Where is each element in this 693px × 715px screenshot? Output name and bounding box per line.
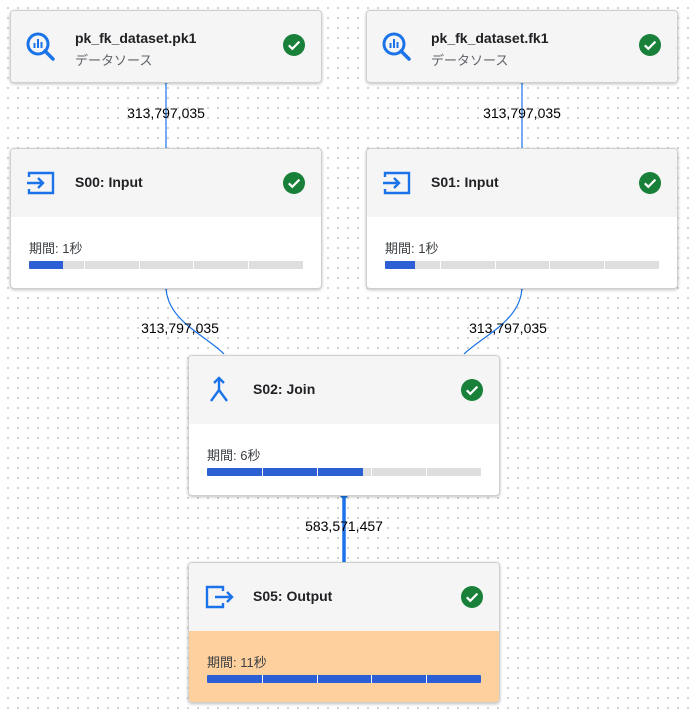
node-header: pk_fk_dataset.pk1 データソース <box>11 11 321 82</box>
duration-label: 期間: 11秒 <box>207 655 267 670</box>
progress-fill <box>207 468 364 476</box>
node-subtitle: データソース <box>75 53 153 68</box>
check-circle-icon <box>461 586 483 608</box>
node-header: S02: Join <box>189 356 499 424</box>
node-body: 期間: 6秒 <box>189 424 499 495</box>
progress-divider <box>604 261 606 269</box>
node-title: S02: Join <box>253 381 316 397</box>
check-circle-icon <box>639 34 661 56</box>
progress-fill <box>29 261 64 269</box>
progress-divider <box>248 261 250 269</box>
bigquery-icon <box>26 32 55 61</box>
progress-divider <box>371 675 373 683</box>
node-stage-s01[interactable]: S01: Input 期間: 1秒 <box>366 148 678 289</box>
node-stage-s00[interactable]: S00: Input 期間: 1秒 <box>10 148 322 289</box>
node-stage-s02[interactable]: S02: Join 期間: 6秒 <box>188 355 500 496</box>
node-source-pk[interactable]: pk_fk_dataset.pk1 データソース <box>10 10 322 83</box>
node-subtitle: データソース <box>431 53 509 68</box>
check-circle-icon <box>283 172 305 194</box>
node-title: S05: Output <box>253 588 333 604</box>
progress-divider <box>138 261 140 269</box>
progress-divider <box>494 261 496 269</box>
check-circle-icon <box>283 34 305 56</box>
progress-bar <box>385 261 659 269</box>
node-title: pk_fk_dataset.pk1 <box>75 30 197 46</box>
edge-s00-to-s02 <box>165 285 225 355</box>
progress-divider <box>83 261 85 269</box>
edge-label-s02-to-s05: 583,571,457 <box>305 518 383 534</box>
progress-bar <box>207 468 481 476</box>
bigquery-icon <box>382 32 411 61</box>
node-title: S00: Input <box>75 174 143 190</box>
edge-label-s00-to-s02: 313,797,035 <box>141 320 219 336</box>
edge-s01-to-s02 <box>463 285 523 355</box>
node-body: 期間: 1秒 <box>11 217 321 288</box>
node-title: S01: Input <box>431 174 499 190</box>
progress-divider <box>261 675 263 683</box>
progress-divider <box>426 675 428 683</box>
output-arrow-icon <box>205 585 234 609</box>
node-header: S05: Output <box>189 563 499 631</box>
progress-divider <box>316 468 318 476</box>
duration-label: 期間: 1秒 <box>29 241 83 256</box>
progress-divider <box>549 261 551 269</box>
node-header: pk_fk_dataset.fk1 データソース <box>367 11 677 82</box>
node-header: S01: Input <box>367 149 677 217</box>
edge-label-pk-to-s00: 313,797,035 <box>127 105 205 121</box>
progress-bar <box>207 675 481 683</box>
node-source-fk[interactable]: pk_fk_dataset.fk1 データソース <box>366 10 678 83</box>
progress-divider <box>193 261 195 269</box>
progress-divider <box>371 468 373 476</box>
progress-fill <box>385 261 416 269</box>
input-arrow-icon <box>27 171 55 195</box>
node-body: 期間: 11秒 <box>189 631 499 702</box>
input-arrow-icon <box>383 171 411 195</box>
duration-label: 期間: 1秒 <box>385 241 439 256</box>
edge-label-s01-to-s02: 313,797,035 <box>469 320 547 336</box>
check-circle-icon <box>461 379 483 401</box>
merge-icon <box>210 376 228 402</box>
progress-divider <box>316 675 318 683</box>
node-title: pk_fk_dataset.fk1 <box>431 30 549 46</box>
check-circle-icon <box>639 172 661 194</box>
edge-label-fk-to-s01: 313,797,035 <box>483 105 561 121</box>
progress-fill <box>207 675 481 683</box>
progress-bar <box>29 261 303 269</box>
duration-label: 期間: 6秒 <box>207 448 261 463</box>
node-stage-s05[interactable]: S05: Output 期間: 11秒 <box>188 562 500 703</box>
progress-divider <box>439 261 441 269</box>
node-header: S00: Input <box>11 149 321 217</box>
progress-divider <box>261 468 263 476</box>
progress-divider <box>426 468 428 476</box>
node-body: 期間: 1秒 <box>367 217 677 288</box>
